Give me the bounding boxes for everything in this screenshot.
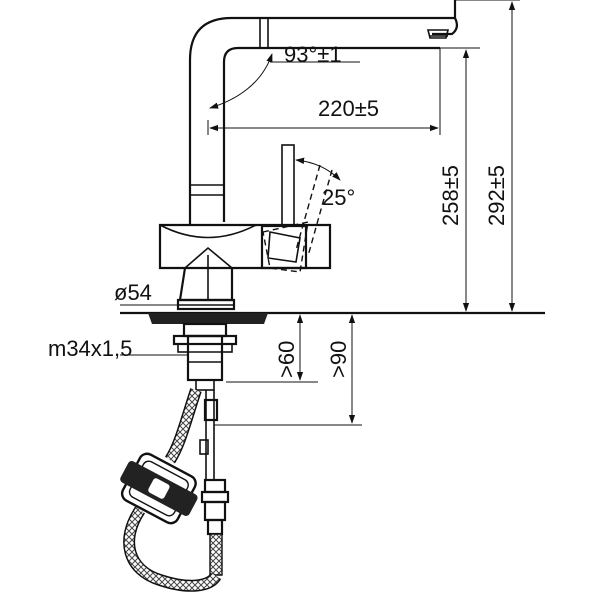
- total-height-label: 292±5: [484, 165, 509, 226]
- spout-height-label: 258±5: [438, 165, 463, 226]
- under-clearance-label: >90: [326, 341, 351, 378]
- min-clearance-label: >60: [274, 341, 299, 378]
- base-diameter-label: ø54: [114, 280, 152, 305]
- faucet-body: [120, 0, 545, 592]
- thread-label: m34x1,5: [48, 336, 132, 361]
- counterweight: [120, 452, 198, 525]
- handle-angle-label: 25°: [322, 185, 355, 210]
- reach-label: 220±5: [318, 96, 379, 121]
- spout-angle-label: 93°±1: [284, 42, 342, 67]
